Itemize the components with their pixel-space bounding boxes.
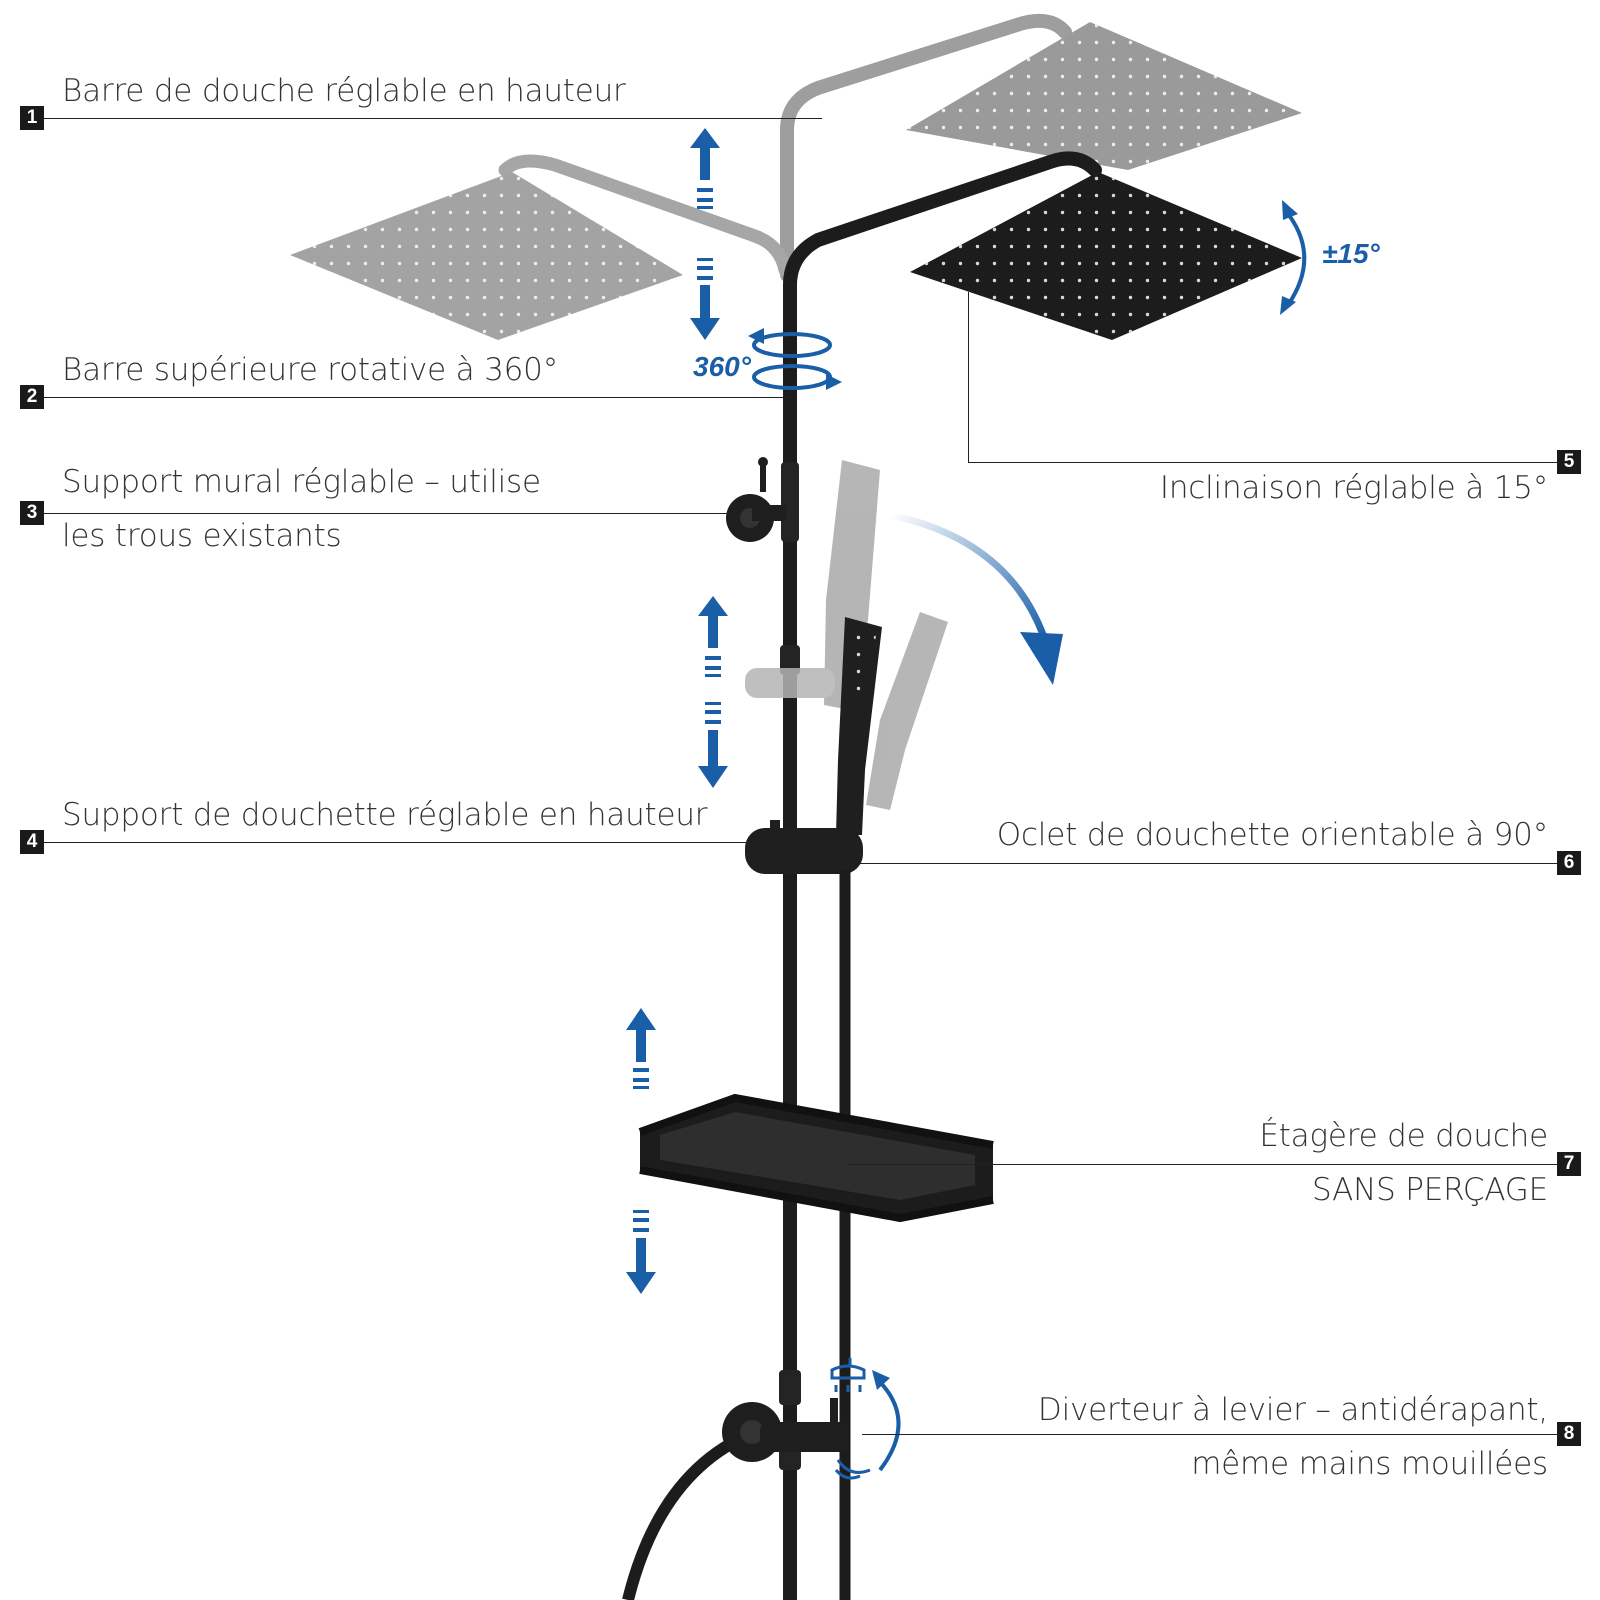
callout-6-badge: 6 bbox=[1557, 851, 1581, 875]
shower-shelf bbox=[638, 1093, 994, 1223]
callout-8-label-line-2: même mains mouillées bbox=[1191, 1446, 1548, 1482]
callout-4-badge: 4 bbox=[20, 830, 44, 854]
up-down-arrow-icon bbox=[690, 128, 720, 340]
rotation-annotation: 360° bbox=[693, 351, 751, 382]
shower-diverter-icon bbox=[830, 1358, 866, 1392]
callout-1-badge: 1 bbox=[20, 106, 44, 130]
callout-3-leader bbox=[44, 513, 730, 514]
rain-shower-head bbox=[783, 151, 1302, 427]
up-down-arrow-icon bbox=[626, 1008, 656, 1294]
callout-1-label: Barre de douche réglable en hauteur bbox=[62, 73, 626, 109]
shower-hose bbox=[622, 870, 851, 1600]
ghost-hand-showers bbox=[745, 460, 948, 810]
callout-3-label-line-2: les trous existants bbox=[62, 518, 342, 554]
callout-2-label: Barre supérieure rotative à 360° bbox=[62, 352, 558, 388]
callout-7-leader bbox=[848, 1164, 1557, 1165]
callout-7-badge: 7 bbox=[1557, 1152, 1581, 1176]
hand-shower-holder bbox=[745, 820, 863, 874]
callout-7-label-line-2: SANS PERÇAGE bbox=[1312, 1172, 1548, 1208]
callout-7-label-line-1: Étagère de douche bbox=[1259, 1118, 1548, 1154]
tilt-annotation: ±15° bbox=[1322, 238, 1380, 269]
swivel-arrow-icon bbox=[889, 511, 1063, 685]
callout-4-leader bbox=[44, 842, 750, 843]
up-down-arrow-icon bbox=[698, 596, 728, 788]
callout-8-label-line-1: Diverteur à levier – antidérapant, bbox=[1037, 1392, 1548, 1428]
callout-4-label: Support de douchette réglable en hauteur bbox=[62, 797, 708, 833]
callout-5-label: Inclinaison réglable à 15° bbox=[1159, 470, 1548, 506]
callout-3-badge: 3 bbox=[20, 501, 44, 525]
tilt-arrow-icon bbox=[1280, 200, 1307, 315]
hand-shower bbox=[836, 617, 882, 835]
callout-1-leader bbox=[44, 118, 822, 119]
callout-5-leader-vertical bbox=[968, 292, 969, 462]
callout-2-badge: 2 bbox=[20, 385, 44, 409]
rotation-arrow-icon bbox=[834, 1370, 901, 1480]
callout-3-label-line-1: Support mural réglable – utilise bbox=[62, 464, 541, 500]
callout-6-label: Oclet de douchette orientable à 90° bbox=[996, 817, 1548, 853]
callout-2-leader bbox=[44, 397, 790, 398]
wall-bracket bbox=[726, 457, 786, 542]
diverter-valve bbox=[722, 1398, 848, 1462]
callout-8-leader bbox=[862, 1434, 1557, 1435]
callout-8-badge: 8 bbox=[1557, 1422, 1581, 1446]
callout-5-leader bbox=[968, 462, 1557, 463]
callout-6-leader bbox=[860, 863, 1557, 864]
ghost-shower-heads bbox=[290, 13, 1302, 340]
callout-5-badge: 5 bbox=[1557, 450, 1581, 474]
main-riser-pipe bbox=[779, 400, 801, 1600]
rotation-arrow-icon bbox=[748, 328, 842, 390]
